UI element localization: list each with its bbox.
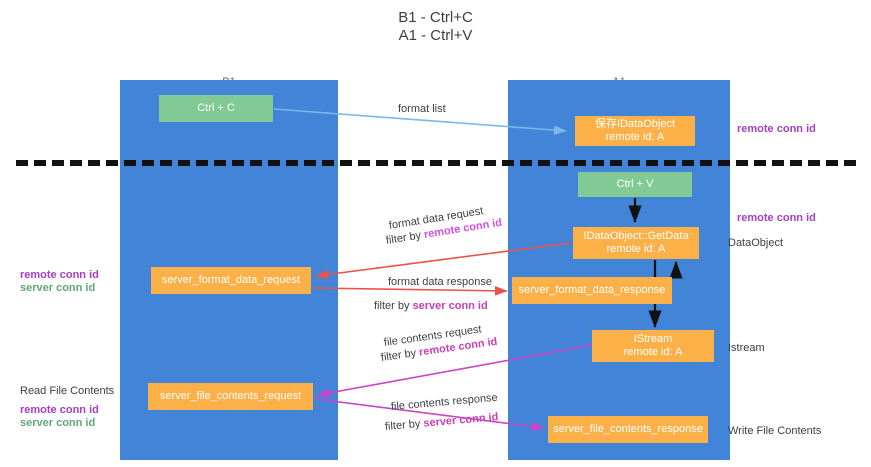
node-save-idataobject-sub: remote id: A [605,131,665,143]
node-ctrl-v-label: Ctrl + V [616,178,654,190]
edge-label-file-contents-response-filter: filter by server conn id [384,410,499,434]
node-server-format-data-request-label: server_format_data_request [161,274,301,286]
annotation-remote-conn-id-mid: remote conn id [737,212,816,224]
node-server-file-contents-response-label: server_file_contents_response [553,423,703,435]
filter-prefix-4: filter by [384,417,424,433]
annotation-write-file-contents: Write File Contents [728,425,822,437]
node-save-idataobject-label: 保存IDataObject [594,118,676,130]
filter-accent-server-conn-id-2: server conn id [422,411,499,430]
node-server-format-data-response-label: server_format_data_response [518,284,666,296]
filter-prefix-3: filter by [380,346,420,364]
annotation-dataobject: DataObject [728,237,784,249]
phase-divider [16,160,856,166]
annotation-left-remote-conn-id-2: remote conn id [20,404,99,416]
node-save-idataobject[interactable]: 保存IDataObject remote id: A [575,116,695,146]
node-idataobject-getdata-sub: remote id: A [606,243,666,255]
node-server-file-contents-request-label: server_file_contents_request [159,390,302,402]
node-server-format-data-response[interactable]: server_format_data_response [512,277,672,304]
annotation-left-remote-conn-id-1: remote conn id [20,269,99,281]
node-istream[interactable]: IStream remote id: A [592,330,714,362]
node-istream-sub: remote id: A [623,346,683,358]
annotation-remote-conn-id-top: remote conn id [737,123,816,135]
node-server-file-contents-response[interactable]: server_file_contents_response [548,416,708,443]
node-ctrl-c-label: Ctrl + C [197,102,235,114]
edge-label-format-list: format list [398,103,446,115]
node-ctrl-c[interactable]: Ctrl + C [159,95,273,122]
node-server-format-data-request[interactable]: server_format_data_request [151,267,311,294]
node-istream-label: IStream [633,333,673,345]
annotation-left-server-conn-id-2: server conn id [20,417,96,429]
filter-prefix-2: filter by [374,300,413,312]
node-server-file-contents-request[interactable]: server_file_contents_request [148,383,313,410]
annotation-left-server-conn-id-1: server conn id [20,282,96,294]
node-idataobject-getdata[interactable]: IDataObject::GetData remote id: A [573,227,699,259]
edge-label-format-data-response-filter: filter by server conn id [374,299,488,313]
node-idataobject-getdata-label: IDataObject::GetData [583,230,689,242]
page-title-line2: A1 - Ctrl+V [398,27,473,44]
annotation-read-file-contents: Read File Contents [20,385,115,397]
page-title-line1: B1 - Ctrl+C [398,9,473,26]
filter-accent-server-conn-id-1: server conn id [412,300,488,312]
edge-label-format-data-response: format data response [388,276,492,288]
node-ctrl-v[interactable]: Ctrl + V [578,172,692,197]
annotation-istream: Istream [728,342,765,354]
